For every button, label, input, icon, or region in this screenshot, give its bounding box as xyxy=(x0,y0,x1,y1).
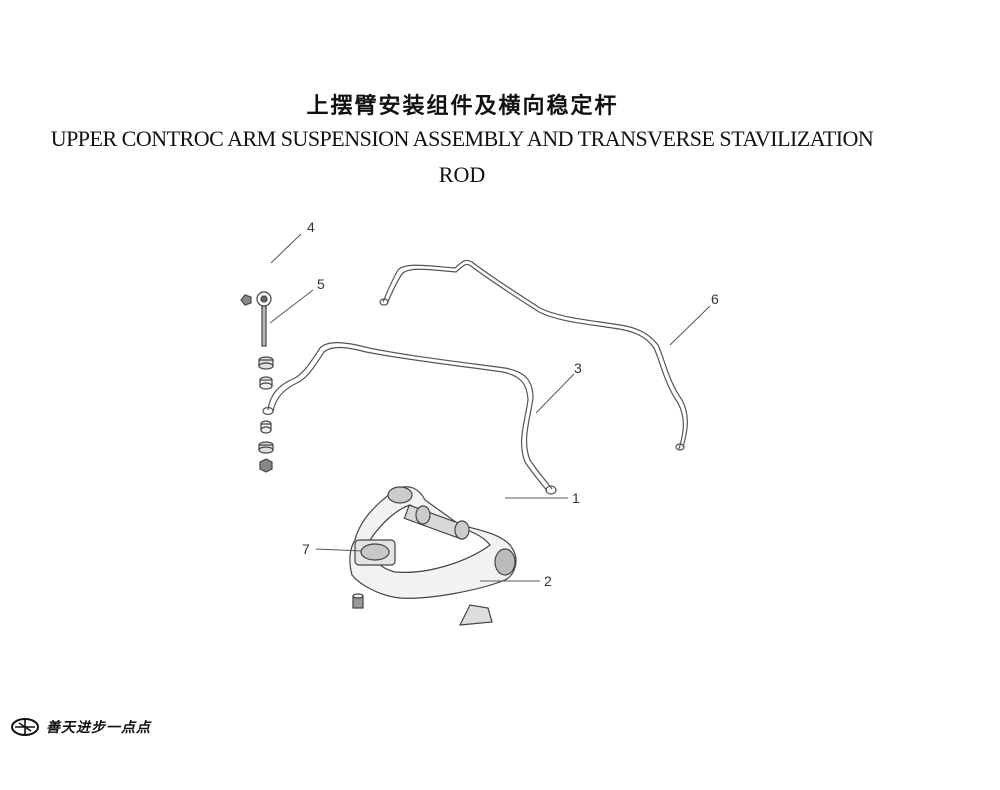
title-english-line2: ROD xyxy=(438,162,486,187)
callout-4: 4 xyxy=(307,219,315,235)
callout-3: 3 xyxy=(574,360,582,376)
title-english-line1: UPPER CONTROC ARM SUSPENSION ASSEMBLY AN… xyxy=(50,126,874,151)
front-stabilizer-bar xyxy=(262,342,557,495)
stabilizer-link-kit xyxy=(240,291,274,473)
callout-leader-lines xyxy=(269,233,711,582)
callout-2: 2 xyxy=(544,573,552,589)
callout-numbers: 4 5 3 6 1 2 7 xyxy=(302,219,719,589)
callout-5: 5 xyxy=(317,276,325,292)
brand-logo: 善天进步一点点 xyxy=(10,716,151,738)
title-chinese: 上摆臂安装组件及横向稳定杆 xyxy=(306,94,619,119)
callout-1: 1 xyxy=(572,490,580,506)
brand-emblem-icon xyxy=(11,718,39,736)
upper-control-arm xyxy=(349,486,517,626)
callout-6: 6 xyxy=(711,291,719,307)
callout-7: 7 xyxy=(302,541,310,557)
brand-slogan: 善天进步一点点 xyxy=(46,720,151,736)
rear-stabilizer-bar xyxy=(379,259,688,451)
